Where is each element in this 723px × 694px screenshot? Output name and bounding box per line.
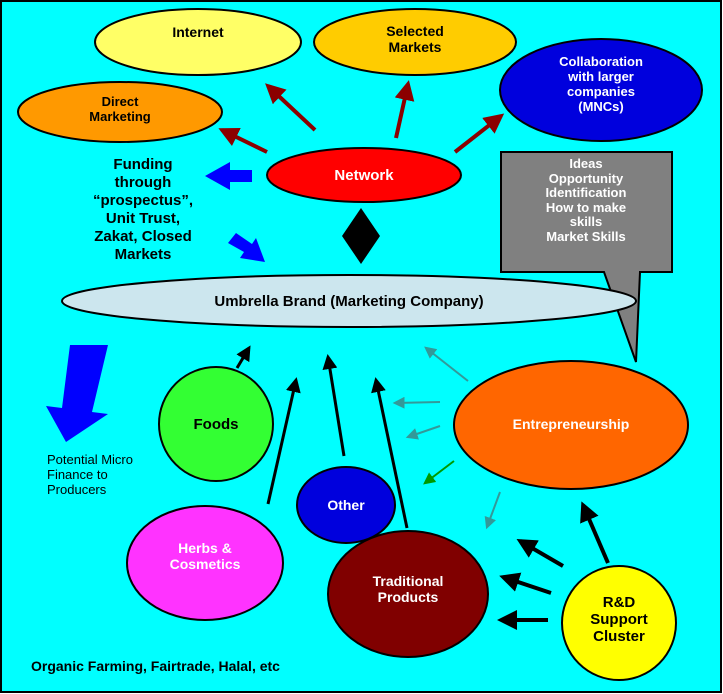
traditional-label-2: Products: [378, 589, 439, 605]
funding-text: Funding through “prospectus”, Unit Trust…: [93, 156, 193, 263]
arrow-entrepreneurship-left: [392, 396, 441, 409]
callout-line-5: skills: [570, 214, 603, 229]
skills-callout: Ideas Opportunity Identification How to …: [500, 151, 673, 363]
funding-line-4: Unit Trust,: [106, 210, 180, 227]
arrow-entrepreneurship-to-traditional: [423, 460, 455, 485]
umbrella-brand-label: Umbrella Brand (Marketing Company): [214, 293, 483, 310]
selected-markets-label-2: Markets: [389, 39, 442, 55]
black-diamond: [342, 208, 380, 264]
micro-finance-text: Potential Micro Finance to Producers: [47, 452, 133, 497]
rnd-label-2: Support: [590, 611, 648, 628]
callout-line-1: Ideas: [569, 156, 602, 171]
network-label: Network: [334, 167, 394, 184]
internet-label: Internet: [172, 24, 224, 40]
rnd-label-1: R&D: [603, 594, 636, 611]
callout-line-4: How to make: [546, 200, 626, 215]
callout-line-2: Opportunity: [549, 171, 624, 186]
collaboration-label-3: companies: [567, 84, 635, 99]
footer-text: Organic Farming, Fairtrade, Halal, etc: [31, 658, 280, 674]
foods-node: Foods: [158, 366, 274, 482]
herbs-label-1: Herbs &: [178, 540, 232, 556]
arrow-to-selected-markets: [394, 80, 415, 139]
rnd-arrows: [497, 501, 610, 630]
funding-line-1: Funding: [113, 156, 172, 173]
arrow-traditional-to-umbrella: [371, 377, 409, 529]
herbs-cosmetics-node: Herbs & Cosmetics: [126, 505, 284, 621]
rnd-label-3: Cluster: [593, 628, 645, 645]
traditional-label-1: Traditional: [373, 573, 444, 589]
callout-line-3: Identification: [546, 185, 627, 200]
funding-line-3: “prospectus”,: [93, 192, 193, 209]
internet-node: Internet: [94, 8, 302, 76]
direct-marketing-label-1: Direct: [102, 94, 140, 109]
arrow-entrepreneurship-down: [484, 491, 501, 530]
direct-marketing-node: Direct Marketing: [17, 81, 223, 143]
collaboration-label-4: (MNCs): [578, 99, 624, 114]
rnd-cluster-node: R&D Support Cluster: [561, 565, 677, 681]
arrow-other-to-umbrella: [322, 354, 346, 457]
funding-line-2: through: [115, 174, 172, 191]
blue-arrow-down-right: [228, 233, 265, 262]
other-node: Other: [296, 466, 396, 544]
arrow-herbs-to-umbrella: [266, 377, 301, 505]
selected-markets-node: Selected Markets: [313, 8, 517, 76]
blue-arrow-left: [205, 162, 252, 190]
collaboration-label-2: with larger: [567, 69, 634, 84]
funding-line-6: Markets: [115, 246, 172, 263]
micro-finance-line-2: Finance to: [47, 467, 108, 482]
network-arrows: [218, 80, 505, 154]
network-node: Network: [266, 147, 462, 203]
traditional-products-node: Traditional Products: [327, 530, 489, 658]
herbs-label-2: Cosmetics: [170, 556, 241, 572]
arrow-rnd-upper: [516, 538, 565, 568]
blue-big-arrow-down: [46, 345, 108, 442]
collaboration-label-1: Collaboration: [559, 54, 643, 69]
umbrella-brand-node: Umbrella Brand (Marketing Company): [61, 274, 637, 328]
funding-line-5: Zakat, Closed: [94, 228, 192, 245]
arrow-to-collaboration: [453, 113, 505, 154]
entrepreneurship-label: Entrepreneurship: [513, 416, 630, 432]
micro-finance-line-3: Producers: [47, 482, 107, 497]
entrepreneurship-node: Entrepreneurship: [453, 360, 689, 490]
collaboration-node: Collaboration with larger companies (MNC…: [499, 38, 703, 142]
foods-label: Foods: [194, 416, 239, 433]
arrow-to-direct-marketing: [218, 128, 268, 154]
arrow-entrepreneurship-to-umbrella: [424, 346, 469, 382]
arrow-rnd-to-entrepreneurship: [580, 501, 610, 564]
arrow-foods-to-umbrella: [235, 345, 251, 369]
entrepreneurship-arrows: [392, 346, 501, 530]
micro-finance-line-1: Potential Micro: [47, 452, 133, 467]
arrow-to-internet: [265, 83, 317, 132]
producer-arrows: [235, 345, 409, 529]
selected-markets-label-1: Selected: [386, 23, 444, 39]
direct-marketing-label-2: Marketing: [89, 109, 150, 124]
other-label: Other: [327, 497, 365, 513]
arrow-entrepreneurship-to-other: [405, 425, 441, 440]
callout-line-6: Market Skills: [546, 229, 626, 244]
arrow-rnd-middle: [499, 572, 552, 595]
